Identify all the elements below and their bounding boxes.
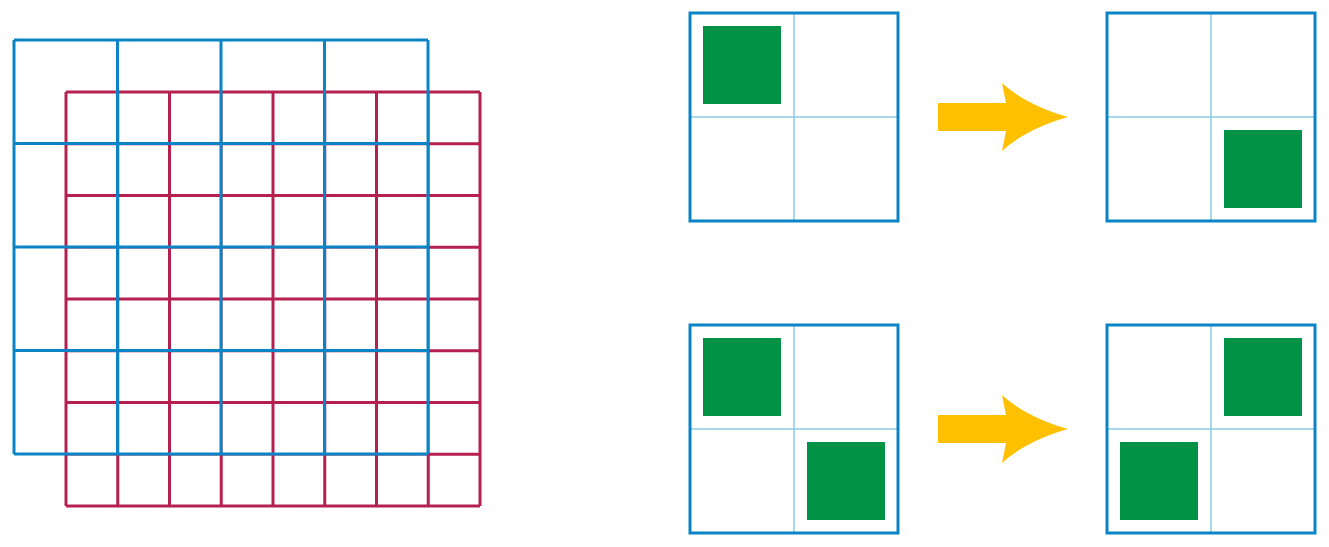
panel-border: [688, 323, 900, 535]
right-arrow-icon: [938, 83, 1068, 151]
filled-cell: [807, 442, 885, 520]
filled-cell: [703, 26, 781, 104]
right-arrow-icon: [938, 395, 1068, 463]
panel-border: [1105, 323, 1317, 535]
before-panel: [688, 11, 900, 223]
panel-border: [688, 11, 900, 223]
filled-cell: [703, 338, 781, 416]
filled-cell: [1120, 442, 1198, 520]
before-panel: [688, 323, 900, 535]
after-panel: [1105, 11, 1317, 223]
panel-border: [1105, 11, 1317, 223]
after-panel: [1105, 323, 1317, 535]
filled-cell: [1224, 338, 1302, 416]
transition-row-1: [688, 11, 1317, 223]
filled-cell: [1224, 130, 1302, 208]
blue-grid: [12, 38, 430, 456]
transition-row-2: [688, 323, 1317, 535]
